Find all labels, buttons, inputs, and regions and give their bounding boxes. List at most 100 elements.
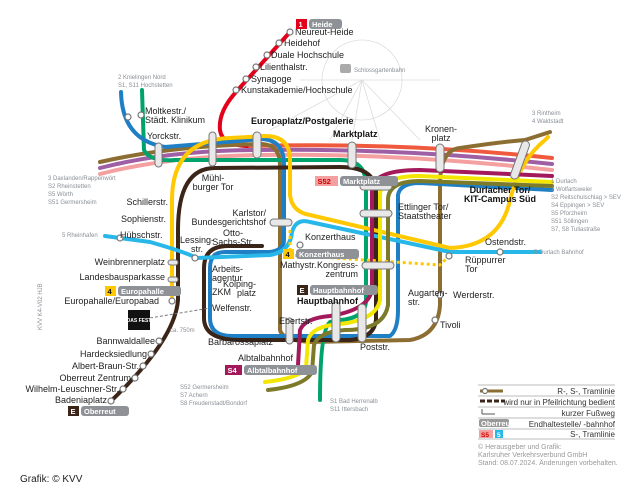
station-label-konzerthaus: Konzerthaus [305,232,356,242]
das-fest-logo: DAS FEST [127,310,152,330]
legend-tram-text: 5 [497,432,501,439]
legend-walk-icon [481,409,495,415]
station-label-line: Rüppurrer [465,255,506,265]
station-label-line: zentrum [325,269,358,279]
station-label-neureut-heide: Neureut-Heide [295,27,354,37]
station-label-line: Tor [465,264,478,274]
schlossgarten-decoration [269,39,440,141]
station-label-line: Sophienstr. [121,214,166,224]
station-label-tivoli: Tivoli [440,320,461,330]
station-label-line: Heidehof [284,38,321,48]
station-label-muehlburger-tor: Mühl-burger Tor [193,173,234,192]
station-label-schillerstr: Schillerstr. [126,197,168,207]
destination-line: 5 Rheinhafen [62,233,98,239]
station-label-barbarossaplatz: Barbarossaplatz [208,337,274,347]
station-label-welfenstr: Welfenstr. [212,303,252,313]
station-label-line: Lilienthalstr. [260,62,308,72]
terminus-badge-oberreut: E Oberreut [68,406,129,416]
station-label-line: Staatstheater [398,211,452,221]
station-label-line: Weinbrennerplatz [95,257,166,267]
legend-row-label: kurzer Fußweg [562,409,615,418]
station-label-line: Ostendstr. [485,237,526,247]
station-label-europahalle: Europahalle/Europabad [64,296,159,306]
destination-rheinhafen: 5 Rheinhafen [62,233,98,239]
destination-line: 2 Knielingen Nord [118,75,166,81]
station-label-line: str. [408,297,420,307]
legend-row-label: wird nur in Pfeilrichtung bedient [502,398,615,407]
destination-line: S5 Wörth [48,192,73,198]
badge-label: Europahalle [121,287,164,296]
badge-label: Heide [312,20,332,29]
station-label-karlstor: Karlstor/Bundesgerichtshof [191,208,266,227]
station-label-line: Karlstor/ [232,208,266,218]
station-label-line: Arbeits- [212,264,243,274]
station-label-wilhelm-leuschner-str: Wilhelm-Leuschner-Str. [25,384,119,394]
station-label-line: Ebertstr. [279,316,313,326]
station-label-line: Welfenstr. [212,303,252,313]
badge-label: Hauptbahnhof [313,286,364,295]
station-label-heidehof: Heidehof [284,38,321,48]
station-label-arbeitsagentur: Arbeits-agentur [212,264,243,283]
legend-row-label: Endhaltestelle/ -bahnhof [529,420,616,429]
station-label-oberreut-zentrum: Oberreut Zentrum [59,373,131,383]
badge-label: Konzerthaus [299,250,344,259]
map-code: KVV K4-V02 HJB [38,283,44,330]
badge-line-number: S4 [228,366,238,375]
destination-line: 5 Durlach Bahnhof [534,250,584,256]
destination-line: S51 Söllingen [551,219,588,225]
legend-tram-badge [495,430,503,438]
train-icon [340,64,351,73]
badge-line-number: E [71,407,76,416]
station-label-durlacher-tor: Durlacher Tor/KIT-Campus Süd [464,185,536,204]
station-label-line: Kronen- [425,124,457,134]
station-label-lilienthalstr: Lilienthalstr. [260,62,308,72]
station-label-kongresszentrum: Kongress-zentrum [317,260,358,279]
destination-line: S5 Pforzheim [551,211,587,217]
destination-line: S4 Eppingen > SEV [551,203,604,209]
station-label-line: Kolping- [223,279,256,289]
destination-line: S2 Reitschulschlag > SEV [551,195,621,201]
badge-label: Oberreut [84,407,116,416]
station-label-mathystr: Mathystr. [280,260,317,270]
das-fest-text: DAS FEST [127,318,152,324]
destination-line: S1 Bad Herrenalb [330,399,378,405]
schlossgartenbahn-label: Schlossgartenbahn [354,68,405,74]
station-label-ostendstr: Ostendstr. [485,237,526,247]
station-label-yorckstr: Yorckstr. [147,131,181,141]
station-label-line: platz [237,288,257,298]
station-label-kolpingplatz: Kolping-platz [223,279,257,298]
badge-line-number: 1 [299,20,303,29]
destination-line: S51 Germersheim [48,200,97,206]
destination-line: 4 Waldstadt [532,119,564,125]
station-label-albtalbahnhof: Albtalbahnhof [238,353,294,363]
station-label-line: Städt. Klinikum [145,115,205,125]
destination-durlach-bf: 5 Durlach Bahnhof [534,250,584,256]
station-label-line: Sachs-Str. [212,237,254,247]
station-label-line: Hauptbahnhof [297,296,359,306]
station-label-line: ZKM [212,287,231,297]
station-label-line: Bundesgerichtshof [191,217,266,227]
footer-credit: Grafik: © KVV [20,474,83,485]
station-label-line: Barbarossaplatz [208,337,274,347]
station-label-line: Europaplatz/Postgalerie [251,116,354,126]
station-label-line: Poststr. [360,342,390,352]
badge-label: Albtalbahnhof [247,366,298,375]
station-label-zkm: ZKM [212,287,231,297]
station-label-line: Mühl- [202,173,225,183]
station-label-huebschstr: Hübschstr. [120,230,163,240]
station-label-line: Augarten- [408,288,448,298]
station-label-line: Hübschstr. [120,230,163,240]
badge-line-number: 4 [108,287,113,296]
station-label-line: Otto- [223,228,243,238]
station-label-line: Synagoge [251,74,292,84]
station-label-line: agentur [212,273,243,283]
terminus-badge-europahalle: 4 Europahalle [105,286,181,296]
station-label-europaplatz: Europaplatz/Postgalerie [251,116,354,126]
station-label-bannwaldallee: Bannwaldallee [96,336,155,346]
station-label-line: Marktplatz [333,129,378,139]
